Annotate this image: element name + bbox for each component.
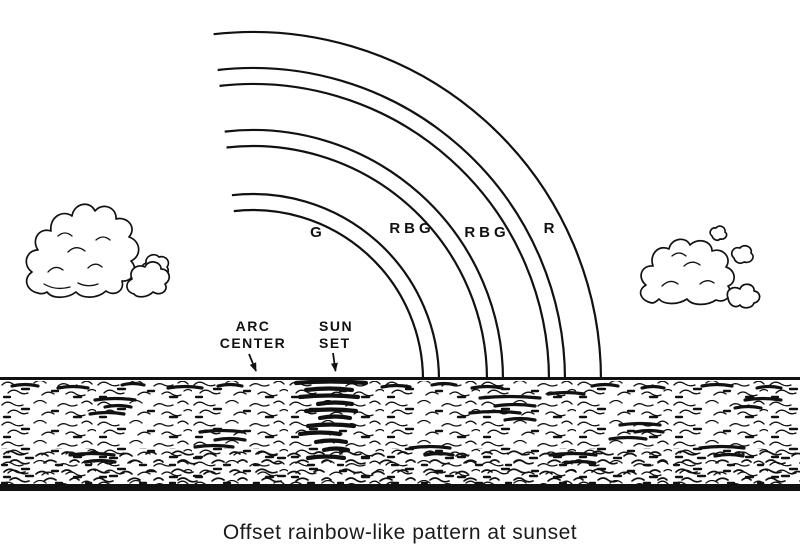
band-labels: G RBG RBG R [310, 220, 559, 241]
annotations: ARC CENTER SUN SET [220, 318, 353, 372]
cloud-right-side-puff [730, 244, 754, 265]
rainbow-arc-7 [213, 30, 603, 381]
rainbow-arc-1 [233, 208, 425, 381]
sunset-label-line2: SET [319, 335, 351, 351]
clouds [25, 203, 761, 309]
band-label-mid-outer: RBG [464, 224, 509, 241]
band-label-outer: R [544, 220, 559, 237]
rainbow-arc-2 [231, 192, 441, 381]
rainbow-arcs [213, 30, 603, 381]
arc-center-label-line1: ARC [236, 318, 271, 334]
sun-glitter-streak [293, 379, 369, 461]
rainbow-arc-6 [217, 66, 567, 381]
sea-bottom-edge [0, 484, 800, 491]
arc-center-label-line2: CENTER [220, 335, 287, 351]
cloud-right [639, 225, 761, 309]
band-label-mid-inner: RBG [389, 220, 434, 237]
sea-dark-patches [10, 381, 783, 465]
sea-texture-dense [0, 448, 800, 486]
rainbow-arc-3 [226, 144, 489, 381]
arc-center-arrow [248, 353, 257, 372]
rainbow-arc-5 [219, 82, 551, 381]
rainbow-arc-4 [224, 128, 505, 381]
band-label-inner: G [310, 224, 326, 241]
sunset-arrow [330, 352, 338, 372]
horizon-line [0, 377, 800, 380]
sea [0, 377, 800, 491]
sunset-label-line1: SUN [319, 318, 353, 334]
figure-caption: Offset rainbow-like pattern at sunset [223, 521, 577, 544]
cloud-right-top-puff [709, 225, 728, 242]
cloud-left [25, 203, 171, 299]
